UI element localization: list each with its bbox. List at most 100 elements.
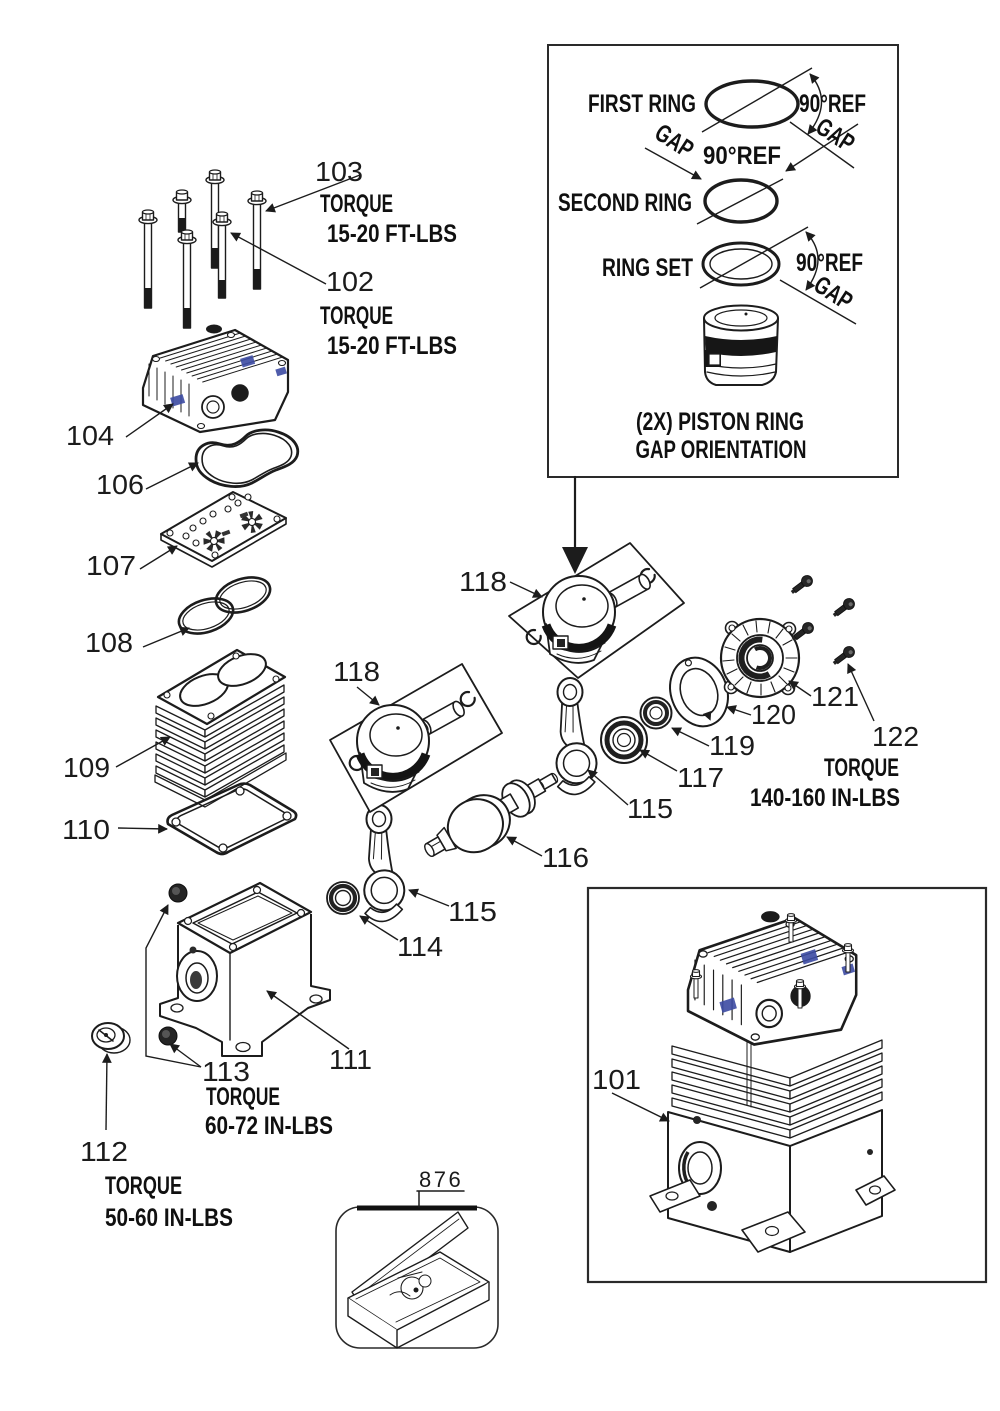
torque-102-label: TORQUE [320, 302, 393, 330]
leader-109 [115, 736, 171, 768]
ref-angle-3: 90°REF [796, 249, 863, 277]
ring-gasket-drawing [669, 656, 729, 728]
callout-110: 110 [62, 814, 110, 845]
leader-122 [847, 663, 875, 722]
callout-113: 113 [202, 1056, 250, 1087]
leader-101 [611, 1092, 670, 1122]
torque-122-label: TORQUE [824, 754, 899, 782]
torque-notes: TORQUE 15-20 FT-LBS TORQUE 15-20 FT-LBS … [105, 190, 900, 1232]
pump-assembly-drawing [649, 909, 896, 1253]
leader-106 [145, 462, 199, 490]
inset-caption-line2: GAP ORIENTATION [636, 436, 807, 464]
ref-angle-1: 90°REF [799, 90, 866, 118]
crankcase-drawing [159, 881, 331, 1057]
callout-102: 102 [326, 266, 374, 297]
callout-121: 121 [811, 681, 859, 712]
torque-112-label: TORQUE [105, 1172, 182, 1200]
head-gasket-drawing [194, 428, 300, 488]
torque-103-value: 15-20 FT-LBS [327, 220, 457, 248]
callout-104: 104 [66, 420, 114, 451]
leader-114 [359, 915, 399, 941]
callout-120: 120 [751, 699, 796, 730]
leader-119 [671, 727, 710, 747]
torque-102-value: 15-20 FT-LBS [327, 332, 457, 360]
leader-876 [416, 1190, 465, 1208]
bearing-114-drawing [326, 881, 360, 915]
callout-115-left: 115 [448, 896, 497, 927]
leader-104 [125, 403, 174, 438]
leader-115a [408, 888, 450, 907]
leader-115b [587, 769, 629, 806]
callout-117: 117 [677, 762, 724, 793]
callout-103: 103 [315, 156, 363, 187]
ring-set-label: RING SET [602, 254, 693, 282]
pump-assembly-box [586, 886, 988, 1284]
torque-113-value: 60-72 IN-LBS [205, 1112, 333, 1140]
inset-pointer-arrow [562, 475, 588, 574]
bearing-plate-drawing [719, 617, 801, 699]
callout-115-right: 115 [627, 793, 673, 824]
callout-111: 111 [329, 1044, 372, 1075]
second-ring-figure [644, 123, 859, 225]
callout-114: 114 [397, 931, 443, 962]
leader-117 [639, 749, 678, 772]
ring-set-figure [699, 226, 857, 325]
kit-box-drawing [335, 1205, 499, 1349]
seal-drawing [639, 696, 673, 730]
o-rings-drawing [177, 576, 272, 635]
callout-118-top: 118 [459, 566, 507, 597]
torque-112-value: 50-60 IN-LBS [105, 1204, 233, 1232]
bearing-117-drawing [600, 716, 648, 764]
crankshaft-drawing [424, 772, 559, 858]
callout-119: 119 [709, 730, 755, 761]
breather-plugs-drawing [158, 883, 188, 1046]
callout-109: 109 [63, 752, 110, 783]
leader-113b [169, 1043, 202, 1068]
torque-122-value: 140-160 IN-LBS [750, 784, 900, 812]
leader-121 [788, 680, 812, 697]
leader-118a [509, 581, 543, 598]
connecting-rod-right-drawing [552, 676, 601, 797]
leader-116 [506, 836, 543, 857]
leader-108 [142, 626, 190, 648]
base-gasket-drawing [166, 782, 298, 856]
cylinder-head-drawing [141, 323, 290, 434]
cylinder-drawing [154, 648, 287, 808]
callout-116: 116 [542, 842, 589, 873]
callout-numbers: 103 102 104 106 107 108 109 110 111 112 … [62, 156, 919, 1192]
first-ring-figure [701, 67, 855, 169]
second-ring-label: SECOND RING [558, 189, 692, 217]
piston-figure [703, 304, 779, 386]
leader-102 [230, 232, 327, 285]
leader-120 [726, 705, 752, 716]
oil-plug-drawing [91, 1022, 131, 1054]
leader-113a [145, 904, 202, 1068]
connecting-rod-left-drawing [360, 803, 410, 924]
first-ring-label: FIRST RING [588, 90, 696, 118]
piston-kit-bottom-drawing [329, 663, 503, 813]
leader-111 [266, 990, 350, 1050]
callout-118-bottom: 118 [333, 656, 380, 687]
inset-caption-line1: (2X) PISTON RING [636, 408, 804, 436]
callout-122: 122 [872, 721, 919, 752]
leader-112 [101, 1053, 112, 1131]
leader-103 [265, 174, 361, 213]
callout-101: 101 [592, 1064, 641, 1095]
ring-gap-inset: FIRST RING 90°REF GAP GAP 90°REF SECOND … [547, 44, 899, 478]
head-bolts-drawing [138, 169, 267, 329]
ref-angle-2: 90°REF [703, 142, 781, 170]
leader-110 [117, 823, 168, 834]
leader-118b [356, 686, 380, 706]
callout-112: 112 [80, 1136, 128, 1167]
leader-lines [101, 174, 875, 1208]
callout-106: 106 [96, 469, 144, 500]
valve-plate-drawing [160, 491, 287, 568]
leader-107 [139, 545, 178, 570]
torque-103-label: TORQUE [320, 190, 393, 218]
piston-kit-top-drawing [508, 542, 685, 679]
callout-107: 107 [86, 550, 136, 581]
callout-108: 108 [85, 627, 133, 658]
callout-876: 876 [419, 1167, 463, 1192]
